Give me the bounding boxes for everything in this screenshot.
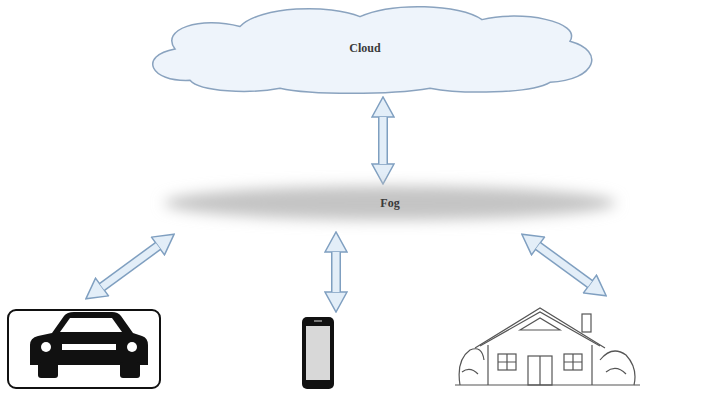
block-arrow	[102, 246, 158, 287]
node-label: Cloud	[349, 41, 380, 56]
block-arrow	[336, 252, 337, 292]
block-arrow	[538, 246, 590, 284]
house-icon	[455, 308, 640, 385]
block-arrow	[383, 117, 384, 164]
node-label: Fog	[380, 196, 399, 211]
car-icon	[8, 310, 160, 388]
phone-icon	[302, 317, 334, 389]
fog-band: Fog	[150, 180, 630, 226]
cloud-shape: Cloud	[130, 2, 600, 95]
